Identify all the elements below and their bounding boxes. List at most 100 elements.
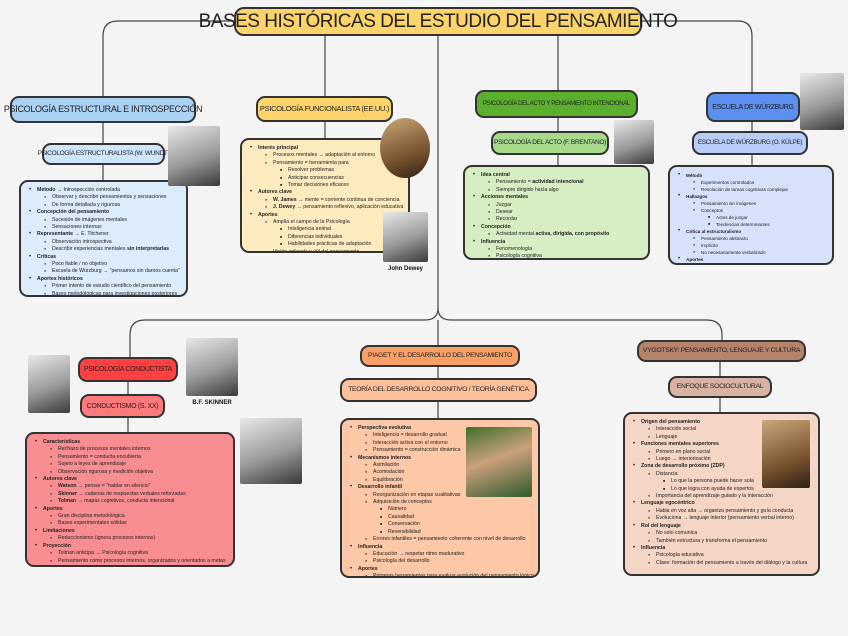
item-text: Psicología cognitiva [496, 253, 542, 260]
list-item: Acomodación [365, 469, 532, 477]
item-text: Reduccionismo (ignora procesos internos) [58, 535, 156, 542]
list-item: Fenomenología [488, 246, 642, 254]
item-text: Habilidades prácticas de adaptación [288, 241, 372, 248]
item-text: Bases experimentales sólidas [58, 520, 127, 527]
item-bold-text: Influencia [358, 543, 383, 550]
item-bold-text: sin interpretarlas [126, 246, 170, 253]
bullet-list: Lo que la persona puede hacer solaLo que… [663, 478, 812, 493]
node-enfoque[interactable]: Enfoque sociocultural [668, 376, 772, 398]
item-bold-text: Limitaciones [43, 527, 75, 534]
list-item: Lenguaje [648, 434, 812, 442]
list-item: InfluenciaPsicología educativaClave: for… [633, 544, 812, 568]
list-item: ConceptosActos de juzgarTendencias deter… [693, 207, 826, 228]
node-behaviorism[interactable]: Psicología conductista [78, 357, 178, 382]
node-wundt[interactable]: Psicología estructuralista (W. Wundt) [38, 143, 170, 165]
list-item: Pensamiento = actividad intencional [488, 179, 642, 187]
list-item: Método → Introspección controladaObserva… [29, 187, 180, 210]
item-text: Educación → respetar ritmo madurativo [373, 550, 465, 557]
list-item: No solo comunica [648, 530, 812, 538]
list-item: CaracterísticasRechazo de procesos menta… [35, 439, 227, 476]
bullet-list: Pensamiento sin imágenesConceptosActos d… [693, 200, 826, 228]
bullet-list: Origen del pensamientoInteracción social… [633, 419, 812, 568]
item-bold-text: Mecanismos internos [358, 454, 412, 461]
item-text: Pensamiento como procesos internos, orga… [58, 557, 226, 564]
item-text: También estructura y transforma el pensa… [656, 537, 768, 544]
main-title[interactable]: BASES HISTÓRICAS DEL ESTUDIO DEL PENSAMI… [199, 7, 678, 36]
node-piaget[interactable]: Piaget y el desarrollo del pensamiento [360, 345, 520, 367]
item-bold-text: Método [686, 173, 703, 178]
item-text: Inteligencia animal [288, 226, 331, 233]
box-wurzburg: MétodoExperimentos controladosResolución… [668, 165, 834, 265]
bullet-list: Habla en voz alta → organiza pensamiento… [648, 508, 812, 523]
vygotsky-portrait [762, 420, 810, 488]
list-item: Psicología cognitiva [488, 253, 642, 260]
item-text: Bases metodológicas para investigaciones… [52, 290, 178, 297]
item-bold-text: Características [43, 439, 81, 445]
item-text: Clave: formación del pensamiento a travé… [656, 559, 808, 566]
skinner-caption: B.F. SKINNER [192, 400, 232, 406]
item-text: Anticipar consecuencias [288, 174, 344, 181]
item-text: Desarrollo de métodos experimentales más… [701, 264, 810, 265]
list-item: Bases metodológicas para investigaciones… [44, 290, 180, 297]
item-bold-text: Influencia [641, 544, 666, 551]
bullet-list: Pensamiento = actividad intencionalSiemp… [488, 179, 642, 194]
list-item: Conservación [380, 521, 532, 529]
item-text: Poco fiable / no objetivo [52, 261, 108, 268]
list-item: Gran disciplina metodológica [50, 513, 227, 521]
bullet-list: Poco fiable / no objetivoEscuela de Würz… [44, 261, 180, 276]
item-text: Fenomenología [496, 246, 533, 253]
bullet-list: CaracterísticasRechazo de procesos menta… [35, 439, 227, 565]
item-bold-text: Aportes [358, 565, 378, 572]
list-item: Equilibración [365, 477, 532, 485]
list-item: Tolman → mapas cognitivos, conducta inte… [50, 498, 227, 506]
bullet-list: Rechazo de procesos mentales internosPen… [50, 446, 227, 476]
item-text: Primer intento de estudio científico del… [52, 283, 172, 290]
node-teoria[interactable]: Teoría del desarrollo cognitivo / teoría… [340, 378, 537, 402]
list-item: LimitacionesReduccionismo (ignora proces… [35, 528, 227, 543]
item-text: Acomodación [373, 469, 405, 476]
node-vygotsky[interactable]: Vygotsky: pensamiento, lenguaje y cultur… [637, 340, 806, 362]
brentano-portrait [614, 120, 654, 164]
node-wurzburg[interactable]: Escuela de Würzburg [706, 92, 800, 122]
node-conductismo[interactable]: Conductismo (S. XX) [80, 394, 165, 418]
list-item: Actividad mental activa, dirigida, con p… [488, 231, 642, 239]
list-item: Rechazo de procesos mentales internos [50, 446, 227, 454]
item-text: Describir experiencias mentales [52, 246, 127, 253]
list-item: Concepción del pensamientoSucesión de im… [29, 209, 180, 232]
item-bold-text: W. James [273, 196, 297, 203]
item-bold-text: activa, dirigida, con propósito [535, 231, 610, 238]
item-bold-text: Aportes [686, 257, 704, 262]
bullet-list: Actos de juzgarTendencias determinantes [708, 214, 826, 228]
bullet-list: AsimilaciónAcomodaciónEquilibración [365, 462, 532, 485]
list-item: Primero en plano social [648, 449, 812, 457]
item-text: Sensaciones internas [52, 224, 102, 231]
item-bold-text: actividad intencional [532, 179, 584, 186]
item-text: Actos de juzgar [716, 215, 748, 220]
list-item: También estructura y transforma el pensa… [648, 537, 812, 546]
node-brentano[interactable]: Psicología del acto (F. Brentano) [491, 131, 609, 155]
node-act[interactable]: Psicología del acto y pensamiento intenc… [475, 90, 638, 118]
node-structural[interactable]: Psicología estructural e introspección [4, 96, 202, 123]
list-item: Escuela de Würzburg → "pensamos sin darn… [44, 268, 180, 276]
bullet-list: Experimentos controladosResolución de ta… [693, 179, 826, 193]
item-text: Interacción social [656, 426, 697, 433]
item-text: Causalidad [388, 513, 414, 520]
item-bold-text: Rol del lenguaje [641, 522, 681, 529]
item-bold-text: Autores clave [258, 189, 293, 196]
list-item: De forma detallada y rigurosa [44, 202, 180, 210]
item-bold-text: Crítica al estructuralismo [686, 229, 742, 234]
bullet-list: Educación → respetar ritmo madurativoPsi… [365, 551, 532, 566]
node-kulpe[interactable]: Escuela de Würzburg (O. Külpe) [692, 131, 808, 155]
item-text: Sujeto a leyes de aprendizaje [58, 461, 127, 468]
node-functional[interactable]: Psicología funcionalista (EE.UU.) [256, 96, 393, 122]
item-text: Importancia del aprendizaje guiado y la … [656, 493, 773, 500]
item-text: Pensamiento = herramienta para [273, 159, 349, 166]
list-item: Causalidad [380, 513, 532, 522]
item-bold-text: Acciones mentales [481, 194, 528, 201]
list-item: Asimilación [365, 462, 532, 470]
list-item: Recordar [488, 216, 642, 224]
item-bold-text: Lenguaje egocéntrico [641, 500, 695, 507]
list-item: Actos de juzgar [708, 214, 826, 221]
item-bold-text: Aportes [258, 211, 278, 218]
list-item: Idea centralPensamiento = actividad inte… [473, 172, 642, 195]
